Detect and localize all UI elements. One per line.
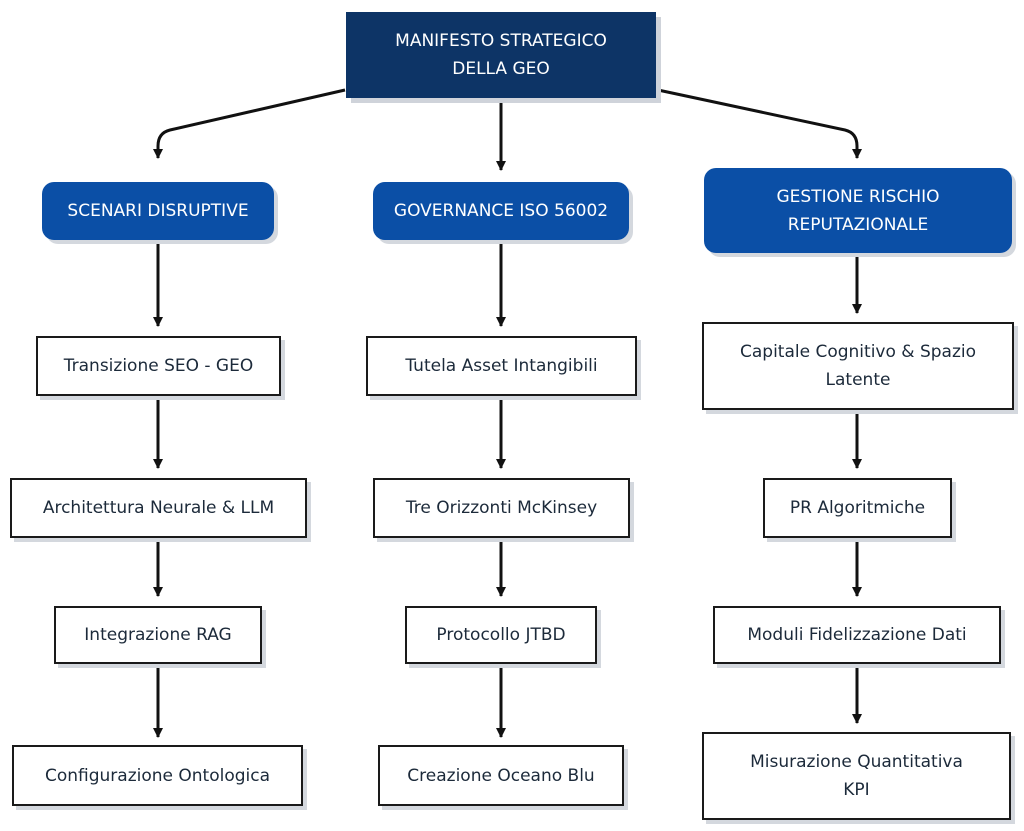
root-label: MANIFESTO STRATEGICO DELLA GEO xyxy=(395,31,607,79)
leaf-label: Tutela Asset Intangibili xyxy=(405,356,598,376)
category-label: SCENARI DISRUPTIVE xyxy=(67,201,249,221)
leaf-label: Architettura Neurale & LLM xyxy=(42,498,275,518)
leaf-label: Transizione SEO - GEO xyxy=(63,356,254,376)
leaf-configurazione-ontologica: Configurazione Ontologica xyxy=(12,745,303,806)
leaf-label: Tre Orizzonti McKinsey xyxy=(405,498,598,518)
leaf-protocollo-jtbd: Protocollo JTBD xyxy=(405,606,597,664)
leaf-transizione-seo-geo: Transizione SEO - GEO xyxy=(36,336,281,396)
leaf-label: Protocollo JTBD xyxy=(436,625,566,645)
leaf-label: Capitale Cognitivo & Spazio Latente xyxy=(740,342,976,390)
leaf-label: PR Algoritmiche xyxy=(789,498,926,518)
edge-root-to-scenari xyxy=(153,88,346,159)
leaf-creazione-oceano-blu: Creazione Oceano Blu xyxy=(378,745,624,806)
category-scenari-disruptive: SCENARI DISRUPTIVE xyxy=(42,182,274,240)
leaf-tre-orizzonti: Tre Orizzonti McKinsey xyxy=(373,478,630,538)
category-governance-iso: GOVERNANCE ISO 56002 xyxy=(373,182,629,240)
category-label: GESTIONE RISCHIO REPUTAZIONALE xyxy=(776,186,940,235)
leaf-moduli-fidelizzazione: Moduli Fidelizzazione Dati xyxy=(713,606,1001,664)
leaf-label: Moduli Fidelizzazione Dati xyxy=(747,625,967,645)
category-gestione-rischio: GESTIONE RISCHIO REPUTAZIONALE xyxy=(704,168,1012,253)
leaf-misurazione-kpi: Misurazione Quantitativa KPI xyxy=(702,732,1011,820)
category-label: GOVERNANCE ISO 56002 xyxy=(393,201,609,221)
leaf-tutela-asset: Tutela Asset Intangibili xyxy=(366,336,637,396)
leaf-label: Misurazione Quantitativa KPI xyxy=(750,752,963,800)
edge-root-to-gestione xyxy=(657,88,862,159)
root-node: MANIFESTO STRATEGICO DELLA GEO xyxy=(346,12,656,98)
leaf-integrazione-rag: Integrazione RAG xyxy=(54,606,262,664)
leaf-architettura-neurale: Architettura Neurale & LLM xyxy=(10,478,307,538)
leaf-label: Creazione Oceano Blu xyxy=(407,765,595,786)
leaf-pr-algoritmiche: PR Algoritmiche xyxy=(763,478,952,538)
leaf-label: Integrazione RAG xyxy=(84,625,232,645)
leaf-label: Configurazione Ontologica xyxy=(44,765,271,786)
leaf-capitale-cognitivo: Capitale Cognitivo & Spazio Latente xyxy=(702,322,1014,410)
